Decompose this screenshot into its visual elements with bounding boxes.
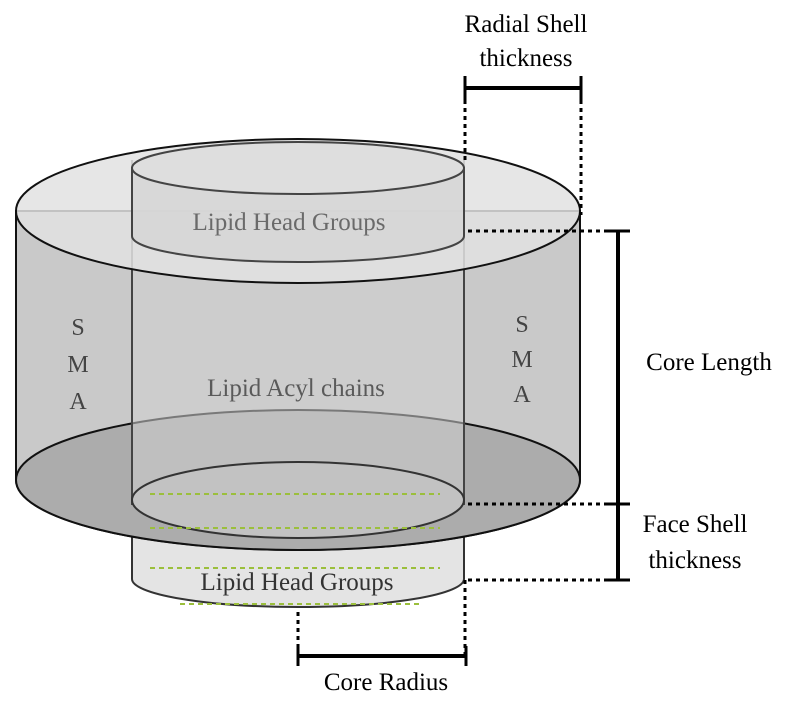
face-shell-label-line1: Face Shell bbox=[643, 511, 748, 538]
core-bottom-face bbox=[131, 461, 465, 539]
core-length-label: Core Length bbox=[646, 349, 772, 376]
core-radius-dimension bbox=[296, 580, 468, 666]
lipid-head-bottom-label: Lipid Head Groups bbox=[200, 569, 393, 596]
hatch-core bbox=[150, 493, 440, 529]
lipid-head-top-label: Lipid Head Groups bbox=[192, 209, 385, 236]
hatch-bottom bbox=[150, 567, 440, 605]
radial-shell-label-line2: thickness bbox=[479, 45, 572, 72]
sma-left-a: A bbox=[69, 389, 87, 415]
sma-right-s: S bbox=[515, 312, 528, 338]
radial-shell-label-line1: Radial Shell bbox=[465, 11, 588, 38]
sma-right-m: M bbox=[511, 347, 532, 373]
sma-right-label: S M A bbox=[511, 312, 532, 408]
face-shell-label-line2: thickness bbox=[648, 547, 741, 574]
face-shell-dimension bbox=[468, 504, 630, 582]
sma-left-m: M bbox=[67, 352, 88, 378]
radial-shell-dimension bbox=[463, 76, 583, 215]
core-top-headgroup bbox=[131, 141, 465, 263]
lipid-acyl-label: Lipid Acyl chains bbox=[207, 375, 385, 402]
sma-left-s: S bbox=[71, 315, 84, 341]
sma-left-label: S M A bbox=[67, 315, 88, 415]
core-radius-label: Core Radius bbox=[324, 669, 448, 696]
sma-right-a: A bbox=[513, 382, 531, 408]
core-length-dimension bbox=[468, 229, 630, 506]
